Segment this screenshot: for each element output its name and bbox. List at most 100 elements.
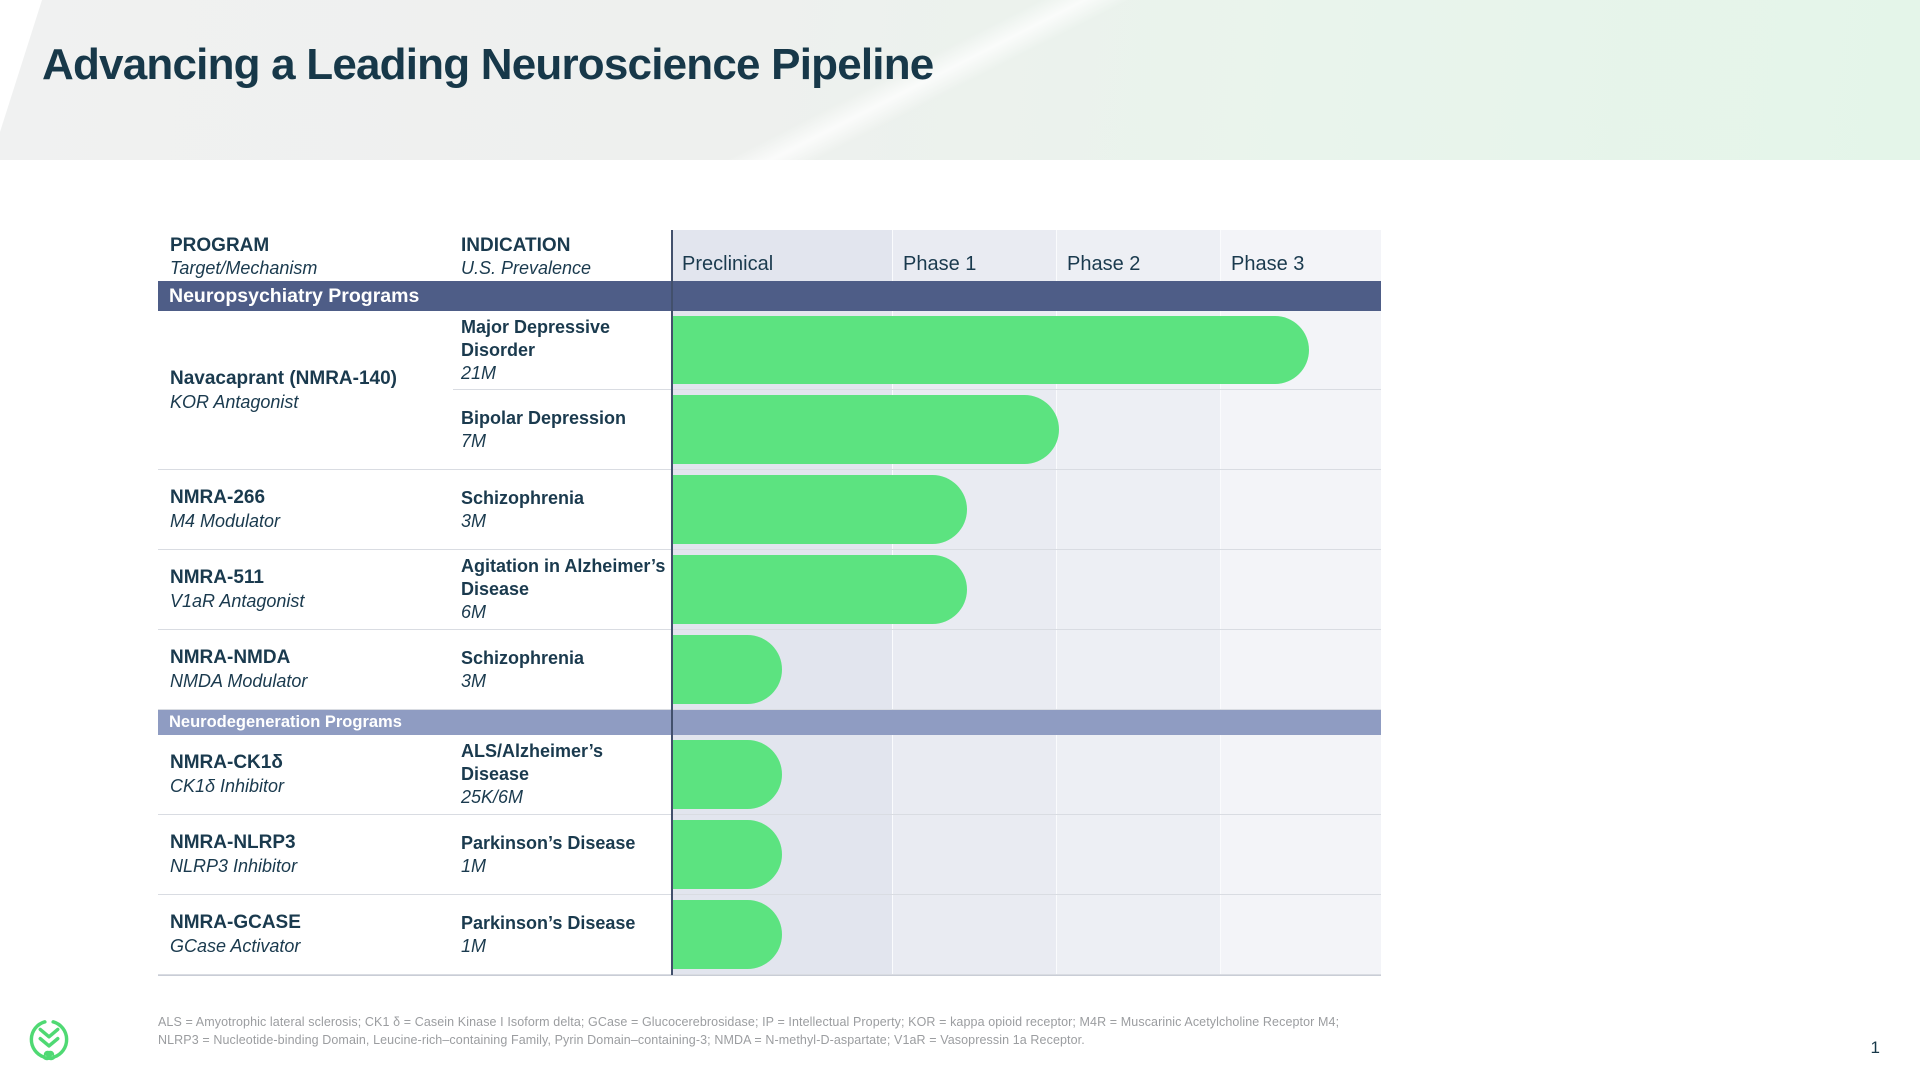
indication-prevalence: 3M	[461, 670, 487, 691]
page-title: Advancing a Leading Neuroscience Pipelin…	[42, 40, 934, 89]
indication-prevalence: 1M	[461, 855, 487, 876]
pipeline-table: PROGRAM Target/Mechanism INDICATION U.S.…	[158, 230, 1381, 976]
indication-prevalence: 1M	[461, 935, 487, 956]
phase-progress-bar	[673, 316, 1309, 384]
phase-progress-bar	[673, 740, 782, 809]
phase-progress-track	[672, 735, 1381, 814]
program-name: NMRA-GCASE	[170, 912, 301, 933]
indication-prevalence: 25K/6M	[461, 787, 524, 807]
phase-progress-track	[672, 630, 1381, 709]
indication-row: Agitation in Alzheimer’s Disease 6M	[453, 550, 1381, 629]
indication-name: Major Depressive Disorder	[461, 316, 611, 360]
phase-progress-track	[672, 311, 1381, 389]
program-mechanism: NMDA Modulator	[170, 671, 308, 691]
program-cell: NMRA-266 M4 Modulator	[158, 470, 453, 549]
program-mechanism: V1aR Antagonist	[170, 591, 305, 611]
brain-logo-icon	[29, 1020, 69, 1061]
footnote-line-1: ALS = Amyotrophic lateral sclerosis; CK1…	[158, 1015, 1340, 1029]
program-name: NMRA-NLRP3	[170, 832, 296, 853]
phase-progress-bar	[673, 475, 967, 544]
phase-header-phase2: Phase 2	[1067, 253, 1141, 275]
phase-progress-track	[672, 815, 1381, 894]
indication-rows: Agitation in Alzheimer’s Disease 6M	[453, 550, 1381, 629]
footnote: ALS = Amyotrophic lateral sclerosis; CK1…	[158, 1014, 1658, 1049]
program-name: NMRA-NMDA	[170, 647, 291, 668]
phase-progress-bar	[673, 820, 782, 889]
program-mechanism: CK1δ Inhibitor	[170, 776, 285, 796]
phase-header-preclinical: Preclinical	[682, 253, 774, 275]
section-header: Neuropsychiatry Programs	[158, 281, 1381, 311]
page-number: 1	[1870, 1038, 1880, 1057]
indication-prevalence: 7M	[461, 430, 487, 451]
program-cell: NMRA-GCASE GCase Activator	[158, 895, 453, 974]
indication-name: Schizophrenia	[461, 487, 585, 508]
program-column-header: PROGRAM Target/Mechanism	[158, 230, 453, 281]
phase-progress-bar	[673, 555, 967, 624]
phase-progress-track	[672, 895, 1381, 974]
program-name: NMRA-266	[170, 487, 266, 508]
phase-progress-track	[672, 550, 1381, 629]
indication-column-header: INDICATION U.S. Prevalence	[453, 230, 672, 281]
indication-name: Agitation in Alzheimer’s Disease	[461, 556, 666, 599]
program-cell: NMRA-NMDA NMDA Modulator	[158, 630, 453, 709]
indication-prevalence: 6M	[461, 602, 487, 622]
table-header-row: PROGRAM Target/Mechanism INDICATION U.S.…	[158, 230, 1381, 281]
program-cell: Navacaprant (NMRA-140)KOR Antagonist	[158, 311, 453, 469]
footnote-line-2: NLRP3 = Nucleotide-binding Domain, Leuci…	[158, 1032, 1085, 1047]
indication-name: Parkinson’s Disease	[461, 832, 636, 853]
header-band	[0, 0, 1920, 160]
indication-cell: Agitation in Alzheimer’s Disease 6M	[453, 550, 672, 629]
phase-progress-bar	[673, 900, 782, 969]
section-header: Neurodegeneration Programs	[158, 710, 1381, 735]
phase-progress-track	[672, 390, 1381, 469]
indication-name: ALS/Alzheimer’s Disease	[461, 741, 604, 784]
table-row: NMRA-GCASE GCase Activator Parkinson’s Dis…	[158, 895, 1381, 975]
indication-cell: ALS/Alzheimer’s Disease 25K/6M	[453, 735, 672, 814]
corner-accent	[0, 0, 42, 132]
indication-prevalence: 21M	[461, 362, 497, 383]
phase-axis-line	[671, 230, 673, 975]
phase-progress-track	[672, 470, 1381, 549]
indication-row: ALS/Alzheimer’s Disease 25K/6M	[453, 735, 1381, 814]
program-mechanism: GCase Activator	[170, 936, 301, 956]
program-header-subtitle: Target/Mechanism	[170, 258, 318, 278]
phase-progress-bar	[673, 395, 1059, 464]
indication-name: Bipolar Depression	[461, 407, 627, 428]
program-name: Navacaprant (NMRA-140)	[170, 367, 398, 389]
program-name: NMRA-511	[170, 567, 264, 588]
program-mechanism: KOR Antagonist	[170, 391, 299, 412]
program-mechanism: M4 Modulator	[170, 511, 281, 531]
program-name: NMRA-CK1δ	[170, 752, 283, 773]
indication-prevalence: 3M	[461, 510, 487, 531]
indication-name: Parkinson’s Disease	[461, 912, 636, 933]
indication-header-title: INDICATION	[461, 235, 571, 256]
phase-progress-bar	[673, 635, 782, 704]
program-header-title: PROGRAM	[170, 235, 270, 256]
indication-name: Schizophrenia	[461, 647, 585, 668]
indication-header-subtitle: U.S. Prevalence	[461, 258, 592, 278]
